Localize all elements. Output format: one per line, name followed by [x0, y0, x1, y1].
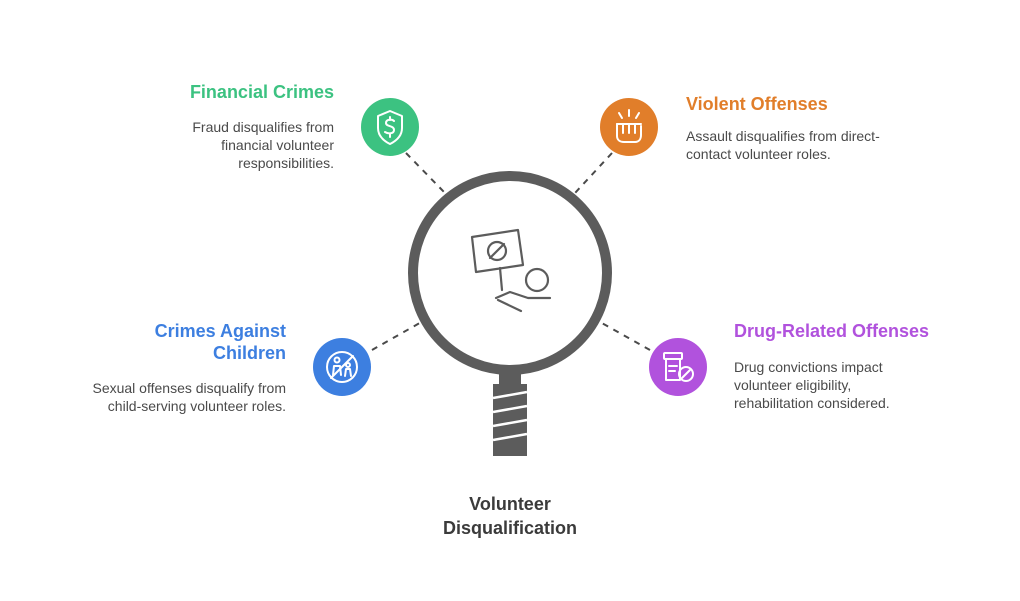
children-title: Crimes Against Children — [154, 321, 286, 363]
dollar-shield-icon — [377, 110, 403, 145]
magnifier-lens — [408, 171, 612, 375]
center-title: Volunteer Disqualification — [442, 494, 577, 538]
connector-financial — [405, 152, 446, 194]
financial-description: Fraud disqualifies from financial volunt… — [192, 119, 334, 171]
drug-icon-badge — [649, 338, 707, 396]
connector-lines — [371, 152, 651, 351]
magnifier-collar — [499, 373, 521, 384]
drug-title: Drug-Related Offenses — [734, 321, 930, 341]
connector-children — [371, 319, 426, 351]
children-icon-badge — [313, 338, 371, 396]
violent-title: Violent Offenses — [686, 94, 828, 114]
violent-description: Assault disqualifies from direct-contact… — [686, 128, 880, 162]
connector-drug — [599, 321, 651, 351]
no-children-icon — [326, 351, 358, 383]
financial-title: Financial Crimes — [189, 82, 334, 102]
financial-icon-badge — [361, 98, 419, 156]
children-description: Sexual offenses disqualify from child-se… — [92, 380, 286, 414]
violent-icon-badge — [600, 98, 658, 156]
pill-bottle-icon — [663, 352, 694, 382]
protest-sign-icon — [470, 228, 552, 313]
fist-icon — [616, 109, 642, 143]
magnifier-icon — [408, 171, 612, 456]
drug-description: Drug convictions impact volunteer eligib… — [734, 359, 890, 411]
magnifier-grip — [492, 390, 528, 442]
connector-violent — [574, 152, 613, 194]
